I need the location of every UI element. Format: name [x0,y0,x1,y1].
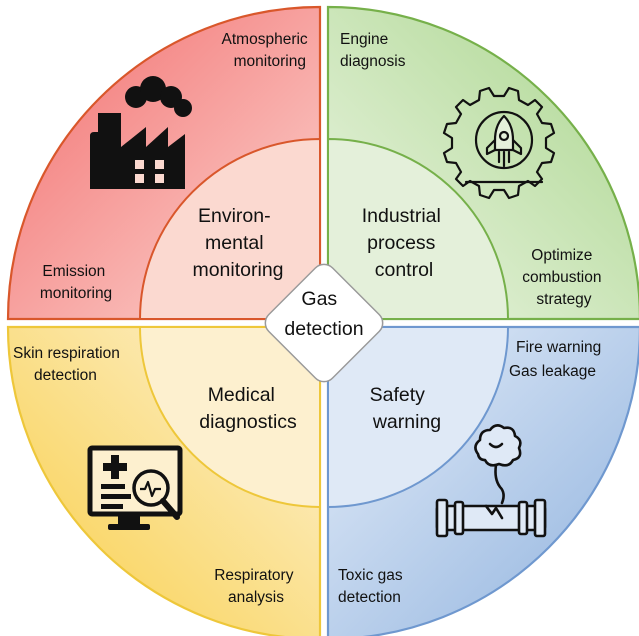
app-toxic-line1: Toxic gas [338,567,403,584]
industrial-title-line3: control [375,259,434,281]
app-emission-line1: Emission [42,263,105,280]
medical-title-line1: Medical [208,384,275,406]
safety-title-line2: warning [372,411,441,433]
factory-icon [90,76,192,189]
svg-text:Gas detection: Gas detection [284,288,363,340]
environmental-title-line2: mental [205,232,264,254]
app-engine-line2: diagnosis [340,53,406,70]
rocket-gear-icon [442,86,556,200]
app-fire-line2: Gas leakage [509,363,596,380]
svg-text:Respiratory analysis: Respiratory analysis [214,567,298,606]
environmental-title-line1: Environ- [198,205,271,227]
medical-title-line2: diagnostics [199,411,297,433]
svg-text:Skin respiration detection: Skin respiration detection [13,345,124,384]
svg-text:Safety warning: Safety warning [370,384,442,433]
app-atmospheric-line2: monitoring [234,53,306,70]
app-optimize-line3: strategy [536,291,591,308]
center-diamond [264,263,384,383]
quadrant-industrial-inner [327,137,510,320]
app-atmospheric-line1: Atmospheric [222,31,308,48]
center-label-line2: detection [284,318,363,340]
pipe-leak-icon [435,424,547,538]
industrial-title-line2: process [367,232,436,254]
medical-monitor-icon [87,445,183,530]
app-fire-line1: Fire warning [516,339,601,356]
center-label-line1: Gas [301,288,337,310]
quadrant-safety-inner [327,326,510,509]
quadrant-medical-inner [138,326,321,509]
app-emission-line2: monitoring [40,285,112,302]
svg-text:Emission monitoring: Emission monitoring [40,263,112,302]
app-optimize-line1: Optimize [531,247,592,264]
safety-title-line1: Safety [370,384,426,406]
svg-text:Atmospheric monitoring: Atmospheric monitoring [222,31,312,70]
svg-text:Medical diagnostics: Medical diagnostics [199,384,297,433]
svg-text:Optimize combustion st: Optimize combustion strategy [522,247,606,308]
industrial-title-line1: Industrial [362,205,441,227]
app-toxic-line2: detection [338,589,401,606]
app-skin-line1: Skin respiration [13,345,120,362]
app-respiratory-line2: analysis [228,589,284,606]
app-skin-line2: detection [34,367,97,384]
svg-text:Engine diagnosis: Engine diagnosis [340,31,406,70]
app-optimize-line2: combustion [522,269,601,286]
svg-text:Industrial process con: Industrial process control [362,205,447,281]
app-engine-line1: Engine [340,31,388,48]
app-respiratory-line1: Respiratory [214,567,293,584]
svg-text:Toxic gas detection: Toxic gas detection [338,567,407,606]
svg-text:Environ- mental monito: Environ- mental monitoring [192,205,283,281]
environmental-title-line3: monitoring [192,259,283,281]
quadrant-environmental-inner [138,137,321,320]
svg-text:Fire warning Gas leakage: Fire warning Gas leakage [509,339,606,380]
